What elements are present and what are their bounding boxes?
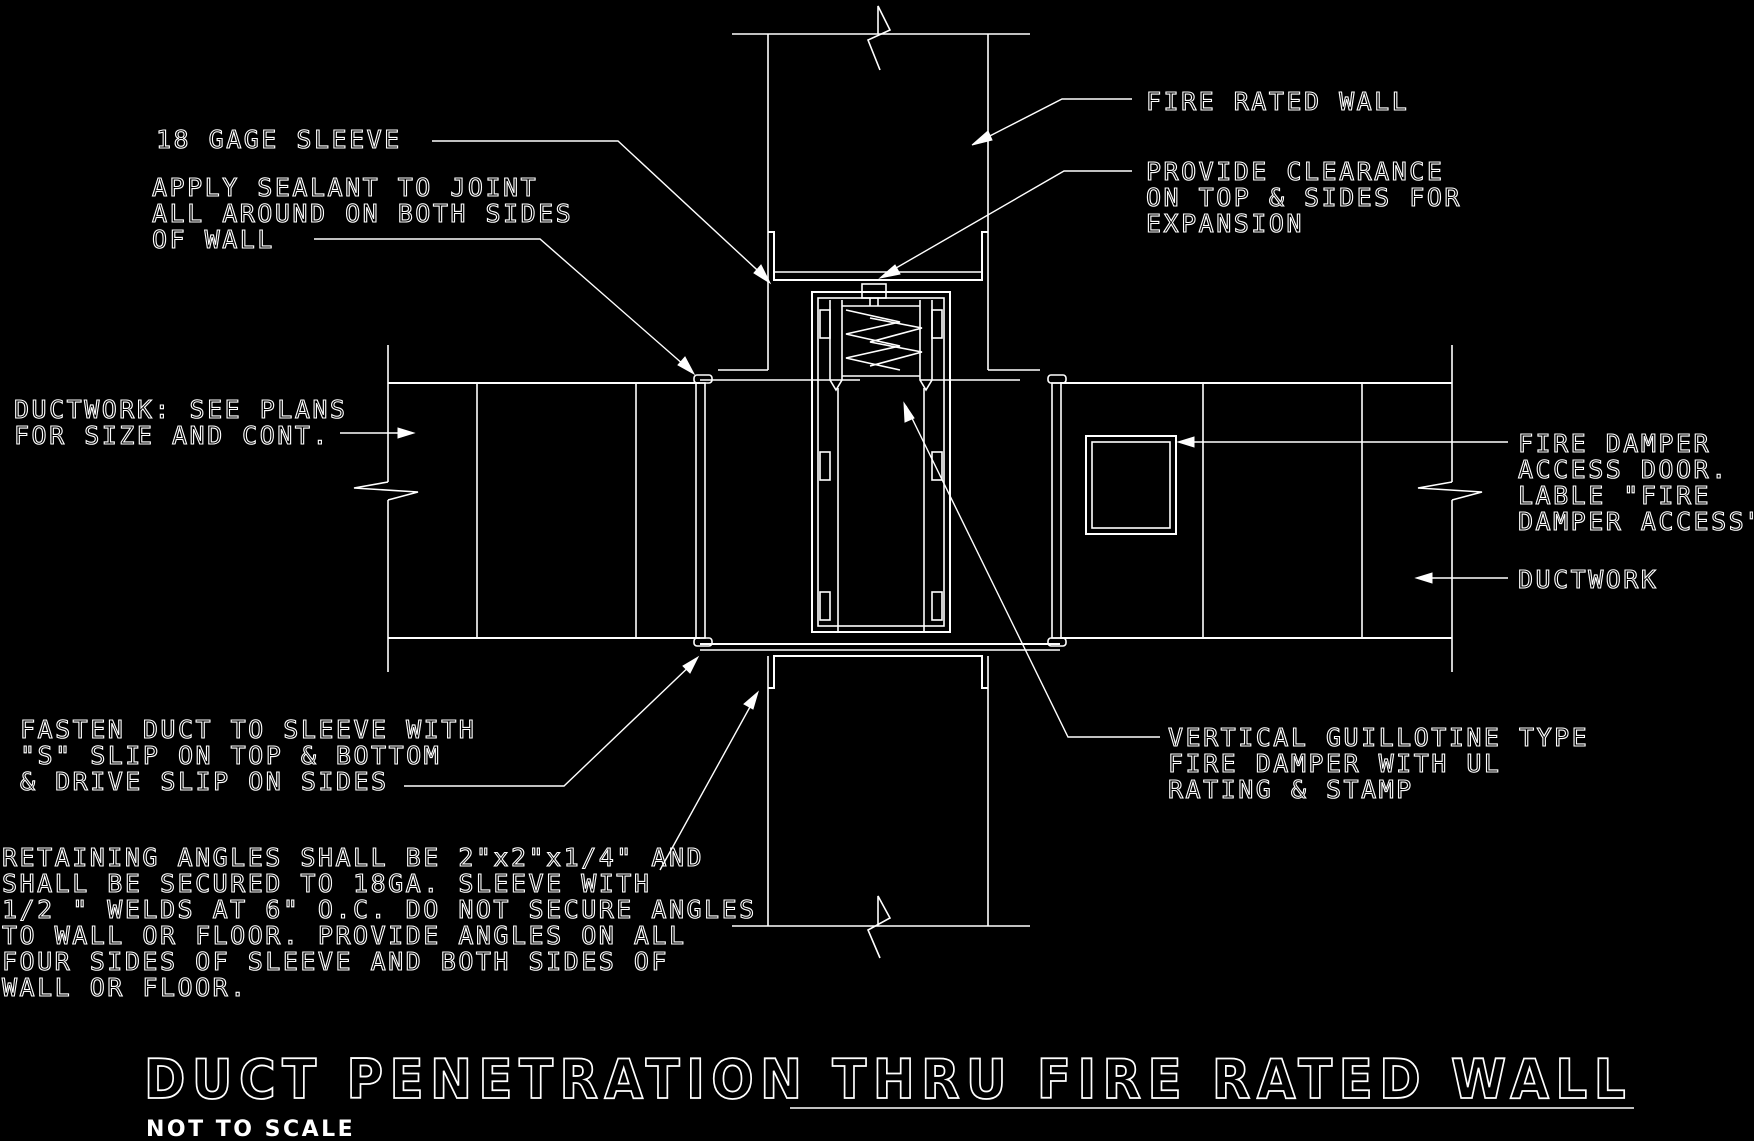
note-retaining-angles: RETAINING ANGLES SHALL BE 2"x2"x1/4" AND… xyxy=(1,842,757,1002)
svg-text:"S" SLIP ON TOP & BOTTOM: "S" SLIP ON TOP & BOTTOM xyxy=(20,741,441,770)
fire-rated-wall-lower xyxy=(732,656,1030,959)
svg-text:RETAINING ANGLES SHALL BE 2"x2: RETAINING ANGLES SHALL BE 2"x2"x1/4" AND xyxy=(2,843,704,872)
svg-text:FOUR SIDES OF SLEEVE AND BOTH: FOUR SIDES OF SLEEVE AND BOTH SIDES OF xyxy=(2,947,669,976)
note-ductwork-plans: DUCTWORK: SEE PLANS FOR SIZE AND CONT. xyxy=(13,394,347,450)
ductwork-left xyxy=(353,345,713,672)
note-fire-rated-wall: FIRE RATED WALL xyxy=(1145,86,1409,116)
svg-text:FIRE RATED WALL: FIRE RATED WALL xyxy=(1146,87,1409,116)
svg-text:1/2 " WELDS AT 6" O.C. DO NOT: 1/2 " WELDS AT 6" O.C. DO NOT SECURE ANG… xyxy=(2,895,757,924)
leader-clearance xyxy=(878,170,1132,279)
note-fasten: FASTEN DUCT TO SLEEVE WITH "S" SLIP ON T… xyxy=(19,714,476,796)
svg-text:DUCT PENETRATION THRU FIRE RAT: DUCT PENETRATION THRU FIRE RATED WALL xyxy=(144,1048,1632,1111)
svg-text:FASTEN DUCT TO SLEEVE WITH: FASTEN DUCT TO SLEEVE WITH xyxy=(20,715,476,744)
leader-sealant xyxy=(314,238,696,376)
svg-text:WALL OR FLOOR.: WALL OR FLOOR. xyxy=(2,973,248,1002)
svg-text:RATING & STAMP: RATING & STAMP xyxy=(1168,775,1414,804)
svg-text:APPLY SEALANT TO JOINT: APPLY SEALANT TO JOINT xyxy=(152,173,538,202)
ductwork-right xyxy=(1047,345,1483,672)
note-access-door: FIRE DAMPER ACCESS DOOR. LABLE "FIRE DAM… xyxy=(1517,428,1754,536)
svg-text:ON TOP & SIDES FOR: ON TOP & SIDES FOR xyxy=(1146,183,1462,212)
svg-text:FIRE DAMPER WITH UL: FIRE DAMPER WITH UL xyxy=(1168,749,1501,778)
note-ductwork: DUCTWORK xyxy=(1517,564,1658,594)
note-clearance: PROVIDE CLEARANCE ON TOP & SIDES FOR EXP… xyxy=(1145,156,1462,238)
svg-text:FIRE DAMPER: FIRE DAMPER xyxy=(1518,429,1711,458)
svg-text:EXPANSION: EXPANSION xyxy=(1146,209,1304,238)
leader-ductwork-plans xyxy=(340,427,416,439)
leader-damper xyxy=(903,401,1160,738)
fire-damper xyxy=(811,283,951,633)
leader-ductwork xyxy=(1414,572,1508,584)
svg-text:NOT TO SCALE: NOT TO SCALE xyxy=(146,1117,355,1141)
svg-text:OF WALL: OF WALL xyxy=(152,225,275,254)
leader-access-door xyxy=(1176,436,1508,448)
leader-fasten xyxy=(404,655,700,787)
leader-sleeve xyxy=(432,140,772,285)
svg-text:LABLE "FIRE: LABLE "FIRE xyxy=(1518,481,1711,510)
note-sealant: APPLY SEALANT TO JOINT ALL AROUND ON BOT… xyxy=(151,172,573,254)
fire-rated-wall-upper xyxy=(718,5,1040,371)
svg-text:DUCTWORK: SEE PLANS: DUCTWORK: SEE PLANS xyxy=(14,395,347,424)
svg-text:DAMPER ACCESS": DAMPER ACCESS" xyxy=(1518,507,1754,536)
svg-text:FOR SIZE AND CONT.: FOR SIZE AND CONT. xyxy=(14,421,330,450)
svg-text:PROVIDE CLEARANCE: PROVIDE CLEARANCE xyxy=(1146,157,1444,186)
svg-text:SHALL BE SECURED TO 18GA. SLE: SHALL BE SECURED TO 18GA. SLEEVE WITH xyxy=(2,869,651,898)
svg-text:TO WALL OR FLOOR. PROVIDE ANGL: TO WALL OR FLOOR. PROVIDE ANGLES ON ALL xyxy=(2,921,687,950)
svg-text:DUCTWORK: DUCTWORK xyxy=(1518,565,1658,594)
svg-text:& DRIVE SLIP ON SIDES: & DRIVE SLIP ON SIDES xyxy=(20,767,389,796)
leader-angles xyxy=(659,690,759,871)
access-door xyxy=(1085,435,1177,535)
drawing-title: DUCT PENETRATION THRU FIRE RATED WALL xyxy=(143,1047,1634,1112)
note-damper: VERTICAL GUILLOTINE TYPE FIRE DAMPER WIT… xyxy=(1167,722,1589,804)
svg-text:18 GAGE SLEEVE: 18 GAGE SLEEVE xyxy=(156,125,402,154)
svg-text:ALL AROUND ON BOTH SIDES: ALL AROUND ON BOTH SIDES xyxy=(152,199,573,228)
sleeve xyxy=(700,231,1060,689)
drawing-subtitle: NOT TO SCALE xyxy=(146,1117,355,1141)
svg-text:VERTICAL GUILLOTINE TYPE: VERTICAL GUILLOTINE TYPE xyxy=(1168,723,1589,752)
leader-fire-rated-wall xyxy=(971,98,1132,146)
svg-text:ACCESS DOOR.: ACCESS DOOR. xyxy=(1518,455,1729,484)
note-sleeve: 18 GAGE SLEEVE xyxy=(155,124,402,154)
